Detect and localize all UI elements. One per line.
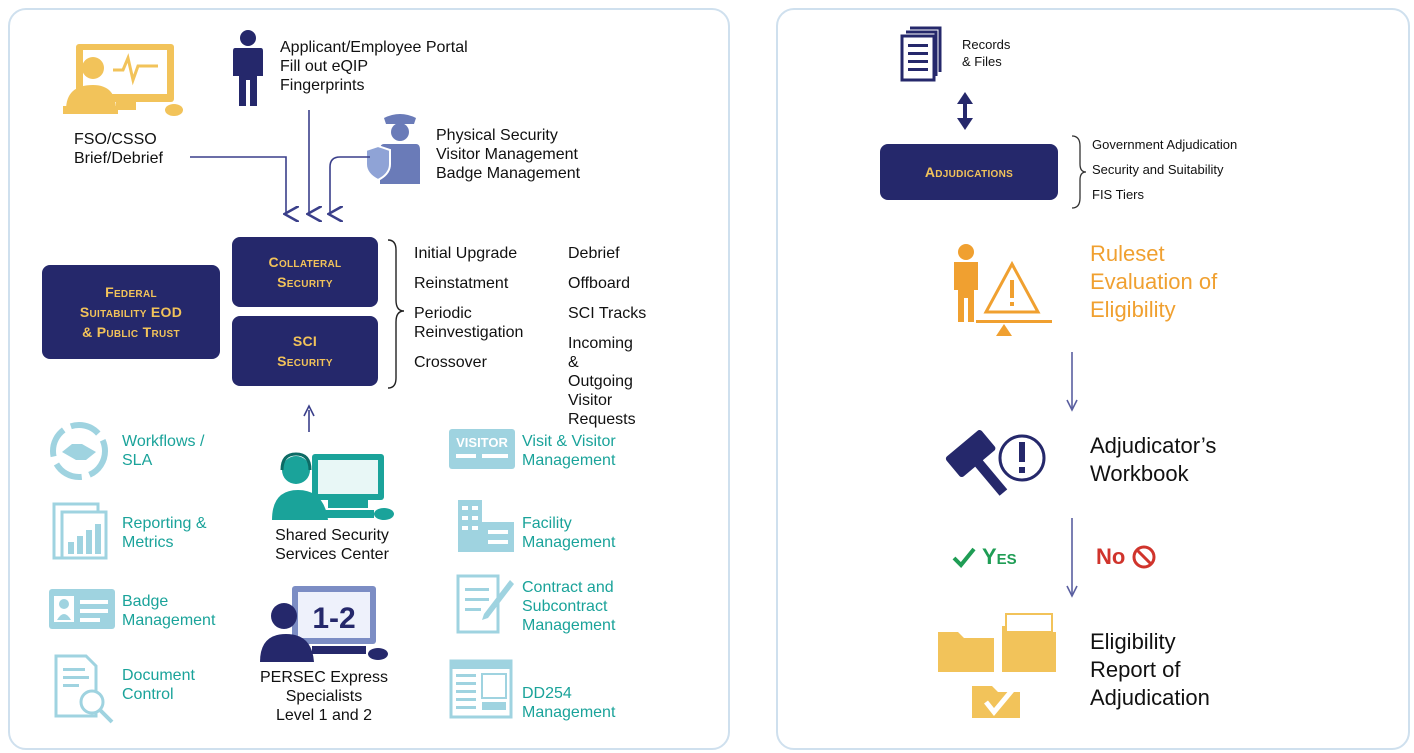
form-icon <box>449 659 513 719</box>
action-offboard: Offboard <box>568 275 630 292</box>
sci-line-2: Security <box>277 353 333 369</box>
feature-document-control: Document Control <box>122 667 195 703</box>
action-reinstatment: Reinstatment <box>414 275 509 292</box>
collateral-line-2: Security <box>277 274 333 290</box>
sci-line-1: SCI <box>292 333 318 349</box>
visitor-badge-icon: VISITOR <box>449 429 515 469</box>
yes-option: Yes <box>952 544 1017 570</box>
portal-line-2: Fill out eQIP <box>280 58 369 75</box>
visitor-badge-text: VISITOR <box>456 435 508 450</box>
adjudications-box: Adjudications <box>880 144 1058 200</box>
fso-line-1: FSO/CSSO <box>74 131 157 148</box>
feature-visit-visitor-management: Visit & Visitor Management <box>522 433 616 469</box>
ruleset-scale-icon <box>954 244 1052 336</box>
action-debrief: Debrief <box>568 245 620 262</box>
records-files-icon <box>900 26 942 82</box>
folders-report-icon <box>938 613 1056 718</box>
check-icon <box>952 547 976 568</box>
feature-workflows-sla: Workflows / SLA <box>122 433 205 469</box>
action-sci-tracks: SCI Tracks <box>568 305 647 322</box>
federal-line-2: Suitability EOD <box>79 304 183 320</box>
report-line-1: Eligibility <box>1090 629 1176 654</box>
adjudication-note-1: Government Adjudication <box>1092 137 1238 152</box>
records-line-2: & Files <box>962 54 1002 69</box>
ruleset-line-1: Ruleset <box>1090 241 1165 266</box>
feature-contract-management: Contract and Subcontract Management <box>522 579 616 634</box>
physical-line-1: Physical Security <box>436 127 558 144</box>
fso-computer-icon <box>63 44 183 116</box>
bar-chart-icon <box>52 502 108 560</box>
sci-security-box: SCI Security <box>232 316 378 386</box>
persec-badge-text: 1-2 <box>312 602 355 635</box>
gavel-alert-icon <box>945 429 1046 496</box>
handshake-icon <box>50 422 108 480</box>
person-icon <box>233 30 263 106</box>
action-crossover: Crossover <box>414 354 487 371</box>
feature-facility-management: Facility Management <box>522 515 616 551</box>
workbook-line-2: Workbook <box>1090 461 1189 486</box>
right-connectors <box>957 92 1087 598</box>
portal-line-3: Fingerprints <box>280 77 365 94</box>
action-visitor-requests: Incoming & Outgoing Visitor Requests <box>568 335 636 428</box>
input-arrows <box>190 110 405 432</box>
federal-suitability-box: Federal Suitability EOD & Public Trust <box>42 265 220 359</box>
workbook-line-1: Adjudicator’s <box>1090 433 1217 458</box>
persec-line-3: Level 1 and 2 <box>275 707 373 724</box>
no-option: No <box>1096 544 1157 570</box>
no-label: No <box>1096 544 1126 569</box>
contract-edit-icon <box>456 574 514 634</box>
physical-line-2: Visitor Management <box>436 146 578 163</box>
feature-badge-management: Badge Management <box>122 593 216 629</box>
action-periodic-reinvestigation: Periodic Reinvestigation <box>414 305 524 341</box>
report-line-2: Report of <box>1090 657 1181 682</box>
yes-label: Yes <box>982 544 1017 569</box>
feature-reporting-metrics: Reporting & Metrics <box>122 515 207 551</box>
services-center-label: Shared Security Services Center <box>275 527 389 563</box>
ruleset-line-2: Evaluation of <box>1090 269 1218 294</box>
collateral-security-box: Collateral Security <box>232 237 378 307</box>
report-line-3: Adjudication <box>1090 685 1210 710</box>
ruleset-line-3: Eligibility <box>1090 297 1176 322</box>
physical-line-3: Badge Management <box>436 165 581 182</box>
action-initial-upgrade: Initial Upgrade <box>414 245 518 262</box>
call-center-icon <box>272 452 394 520</box>
id-badge-icon <box>49 589 115 629</box>
federal-line-1: Federal <box>105 284 157 300</box>
feature-dd254-management: DD254 Management <box>522 685 616 721</box>
federal-line-3: & Public Trust <box>82 324 180 340</box>
adjudications-label: Adjudications <box>924 164 1014 180</box>
building-icon <box>458 500 514 552</box>
adjudication-note-3: FIS Tiers <box>1092 187 1145 202</box>
prohibited-icon <box>1132 545 1156 569</box>
persec-specialist-icon: 1-2 <box>260 586 388 662</box>
persec-line-2: Specialists <box>285 688 363 705</box>
fso-line-2: Brief/Debrief <box>74 150 163 167</box>
security-guard-icon <box>365 114 420 184</box>
collateral-line-1: Collateral <box>268 254 342 270</box>
persec-line-1: PERSEC Express <box>259 669 389 686</box>
adjudication-note-2: Security and Suitability <box>1092 162 1224 177</box>
portal-line-1: Applicant/Employee Portal <box>280 39 468 56</box>
right-panel <box>776 8 1410 750</box>
records-line-1: Records <box>962 37 1011 52</box>
document-search-icon <box>54 654 114 724</box>
